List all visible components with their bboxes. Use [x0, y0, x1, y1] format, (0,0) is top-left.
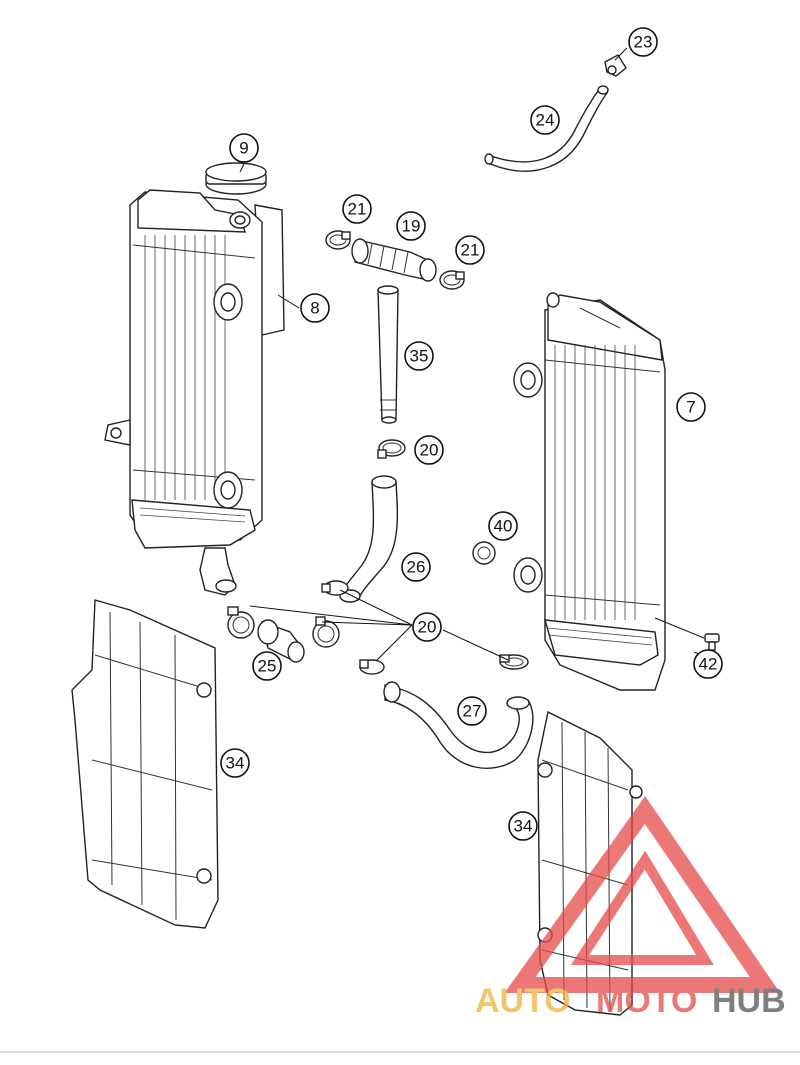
callout-19: 19: [396, 211, 426, 241]
hose-clamp-20-mid: [321, 580, 349, 596]
svg-text:7: 7: [686, 398, 695, 417]
hose-clamp-20-top: [377, 439, 406, 459]
hose-25-assembly: [227, 606, 340, 663]
callout-27: 27: [457, 696, 487, 726]
svg-text:25: 25: [258, 657, 277, 676]
hose-26: [339, 475, 399, 603]
callout-40: 40: [488, 511, 518, 541]
hose-clamp-20-right: [499, 654, 529, 670]
right-radiator-guard: [537, 710, 643, 1016]
watermark-moto: MOTO: [596, 982, 697, 1020]
hose-clip: [604, 54, 627, 77]
callout-8: 8: [300, 293, 330, 323]
left-radiator: [104, 162, 285, 596]
callout-21-right: 21: [455, 235, 485, 265]
svg-text:24: 24: [536, 111, 555, 130]
svg-text:9: 9: [239, 139, 248, 158]
hose-clamp-right: [439, 270, 465, 290]
watermark-logo: AUTO MOTO HUB: [475, 796, 786, 1020]
radiator-cap: [205, 162, 267, 195]
hose-clamp-left: [325, 230, 351, 250]
svg-text:35: 35: [410, 347, 429, 366]
right-radiator-core: [544, 345, 661, 620]
hose-clamp-20-lower: [359, 659, 385, 675]
t-fitting: [351, 238, 437, 282]
hose-27: [383, 681, 534, 769]
svg-text:34: 34: [514, 817, 533, 836]
callout-25: 25: [252, 651, 282, 681]
svg-text:40: 40: [494, 517, 513, 536]
callout-9: 9: [229, 133, 259, 163]
callout-35: 35: [404, 341, 434, 371]
left-radiator-core: [132, 235, 256, 500]
callout-34-left: 34: [220, 748, 250, 778]
svg-text:42: 42: [699, 655, 718, 674]
right-radiator: [513, 292, 666, 691]
callout-23: 23: [628, 27, 658, 57]
svg-text:34: 34: [226, 754, 245, 773]
bolt: [704, 633, 720, 651]
svg-text:19: 19: [402, 217, 421, 236]
leader-lines: [239, 47, 717, 661]
callout-34-right: 34: [508, 811, 538, 841]
callout-20-center: 20: [412, 612, 442, 642]
callout-7: 7: [676, 392, 706, 422]
callout-20-top: 20: [414, 435, 444, 465]
callout-42: 42: [693, 649, 723, 679]
grommet: [472, 541, 496, 565]
svg-text:26: 26: [407, 558, 426, 577]
svg-text:8: 8: [310, 299, 319, 318]
callout-26: 26: [401, 552, 431, 582]
overflow-hose: [484, 85, 609, 172]
callout-24: 24: [530, 105, 560, 135]
svg-text:21: 21: [461, 241, 480, 260]
watermark-hub: HUB: [712, 982, 786, 1020]
svg-text:21: 21: [348, 200, 367, 219]
coolant-pipe: [377, 285, 399, 424]
watermark-auto: AUTO: [475, 982, 571, 1020]
callout-21-left: 21: [342, 194, 372, 224]
svg-text:20: 20: [420, 441, 439, 460]
svg-text:23: 23: [634, 33, 653, 52]
svg-text:27: 27: [463, 702, 482, 721]
svg-text:20: 20: [418, 618, 437, 637]
left-radiator-guard: [71, 599, 219, 929]
